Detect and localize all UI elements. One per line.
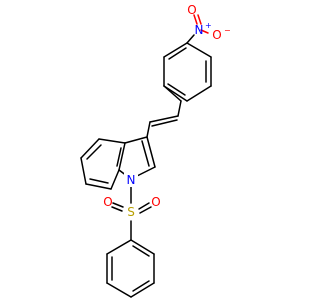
bond bbox=[85, 183, 112, 190]
bond bbox=[167, 83, 186, 96]
indole-benzene-ring bbox=[80, 138, 132, 190]
bond bbox=[163, 85, 182, 102]
bond bbox=[132, 280, 150, 292]
bond bbox=[116, 147, 122, 167]
bond bbox=[130, 239, 155, 255]
bond bbox=[130, 282, 155, 298]
sulfonyl-group bbox=[111, 186, 152, 241]
bond bbox=[138, 202, 150, 210]
bond bbox=[193, 14, 198, 25]
bond bbox=[163, 42, 188, 58]
bond bbox=[186, 85, 212, 102]
nitro-group: N + O O − bbox=[186, 3, 231, 44]
structure-drawing: N + O O − bbox=[80, 3, 231, 298]
bond bbox=[146, 136, 156, 168]
bond bbox=[89, 178, 109, 184]
label-backdrop bbox=[124, 204, 138, 220]
phenyl-ring bbox=[106, 239, 155, 298]
bond bbox=[106, 282, 132, 298]
bond bbox=[80, 138, 100, 159]
bond bbox=[186, 42, 212, 58]
nitro-oxygen-right-label: O bbox=[212, 28, 221, 42]
bond bbox=[168, 47, 187, 60]
sulfur-label: S bbox=[127, 205, 135, 219]
label-backdrop bbox=[124, 172, 138, 187]
bond bbox=[146, 121, 151, 138]
nitro-oxygen-top-label: O bbox=[187, 3, 196, 17]
sulfonyl-oxygen-right-label: O bbox=[151, 195, 160, 209]
bond bbox=[151, 119, 178, 127]
bond bbox=[80, 157, 87, 185]
bond bbox=[200, 29, 209, 34]
bond bbox=[110, 169, 120, 190]
molecule-canvas: N + O O − bbox=[80, 3, 231, 298]
nitro-nitrogen-charge: + bbox=[205, 21, 212, 30]
bond bbox=[124, 136, 148, 144]
bond bbox=[112, 202, 124, 208]
bond bbox=[141, 140, 150, 167]
sulfonyl-oxygen-left-label: O bbox=[103, 195, 112, 209]
bond bbox=[106, 239, 132, 255]
vinyl-linker bbox=[146, 85, 182, 138]
bond bbox=[86, 144, 102, 160]
nitrophenyl-ring bbox=[163, 42, 212, 102]
bond bbox=[111, 206, 123, 212]
bond bbox=[139, 206, 152, 214]
bond bbox=[186, 34, 195, 44]
bond bbox=[197, 14, 202, 25]
bond bbox=[98, 138, 126, 144]
bond bbox=[149, 115, 179, 123]
bond bbox=[177, 100, 182, 117]
nitro-oxygen-charge: − bbox=[224, 26, 231, 35]
indole-nitrogen-label: N bbox=[127, 173, 136, 187]
bond bbox=[118, 142, 126, 171]
nitro-nitrogen-label: N bbox=[195, 23, 204, 37]
bond bbox=[132, 245, 150, 257]
